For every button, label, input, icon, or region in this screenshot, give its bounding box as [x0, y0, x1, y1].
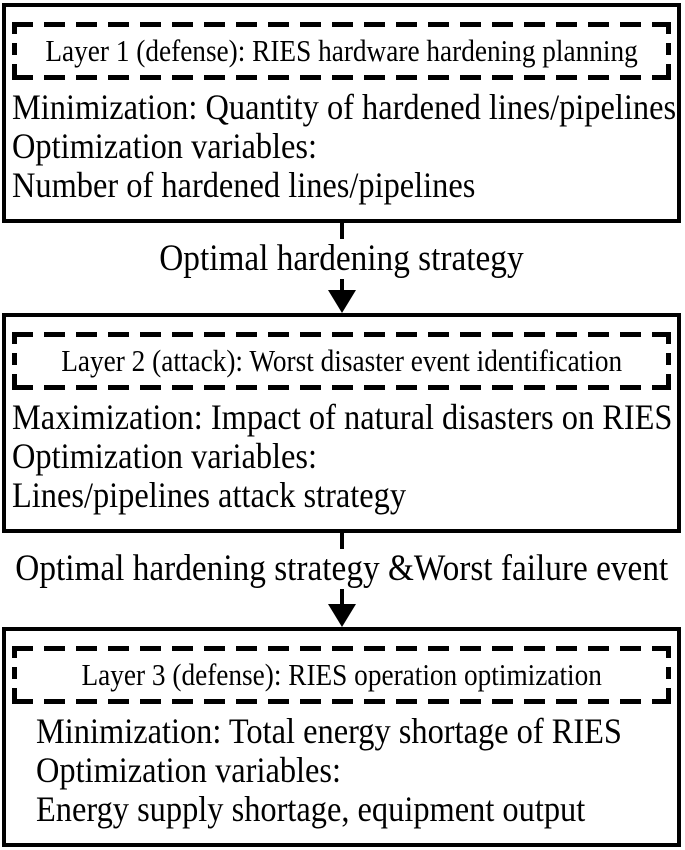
layer2-body: Maximization: Impact of natural disaster… [12, 397, 673, 515]
layer1-box: Layer 1 (defense): RIES hardware hardeni… [2, 3, 681, 223]
connector1-label: Optimal hardening strategy [159, 238, 524, 279]
connector2-label: Optimal hardening strategy &Worst failur… [15, 548, 668, 589]
arrow-stem-icon [339, 223, 344, 239]
layer2-objective-line: Maximization: Impact of natural disaster… [12, 397, 673, 437]
layer2-variables-label-line: Optimization variables: [12, 436, 318, 476]
dashed-border-left [12, 332, 17, 390]
layer1-header-box: Layer 1 (defense): RIES hardware hardeni… [12, 22, 671, 80]
dashed-border-right [666, 22, 671, 80]
layer2-variables-line: Lines/pipelines attack strategy [12, 475, 407, 515]
dashed-border-bottom [12, 699, 671, 704]
dashed-border-right [666, 332, 671, 390]
layer2-box: Layer 2 (attack): Worst disaster event i… [2, 313, 681, 533]
layer2-header-box: Layer 2 (attack): Worst disaster event i… [12, 332, 671, 390]
arrow-stem-icon [339, 533, 344, 549]
layer3-variables-line: Energy supply shortage, equipment output [36, 789, 586, 829]
dashed-border-right [666, 646, 671, 704]
layer1-body: Minimization: Quantity of hardened lines… [12, 87, 677, 205]
arrow-stem-icon [339, 589, 344, 604]
arrow-stem-icon [339, 279, 344, 290]
dashed-border-left [12, 646, 17, 704]
layer3-body: Minimization: Total energy shortage of R… [12, 712, 671, 829]
layer3-header-label: Layer 3 (defense): RIES operation optimi… [81, 657, 602, 692]
layer1-variables-line: Number of hardened lines/pipelines [12, 165, 476, 205]
layer3-box: Layer 3 (defense): RIES operation optimi… [2, 627, 681, 847]
connector-1: Optimal hardening strategy [2, 223, 681, 313]
arrowhead-down-icon [327, 604, 356, 627]
layer1-objective-line: Minimization: Quantity of hardened lines… [12, 87, 677, 127]
dashed-border-top [12, 22, 671, 27]
connector-2: Optimal hardening strategy &Worst failur… [2, 533, 681, 627]
layer3-objective-line: Minimization: Total energy shortage of R… [36, 711, 622, 751]
dashed-border-bottom [12, 385, 671, 390]
dashed-border-top [12, 332, 671, 337]
dashed-border-bottom [12, 75, 671, 80]
layer1-variables-label-line: Optimization variables: [12, 126, 318, 166]
layer1-header-label: Layer 1 (defense): RIES hardware hardeni… [45, 33, 638, 68]
layer3-header-box: Layer 3 (defense): RIES operation optimi… [12, 646, 671, 704]
layer3-variables-label-line: Optimization variables: [36, 750, 342, 790]
layer2-header-label: Layer 2 (attack): Worst disaster event i… [61, 343, 622, 378]
arrowhead-down-icon [327, 290, 356, 313]
dashed-border-left [12, 22, 17, 80]
dashed-border-top [12, 646, 671, 651]
